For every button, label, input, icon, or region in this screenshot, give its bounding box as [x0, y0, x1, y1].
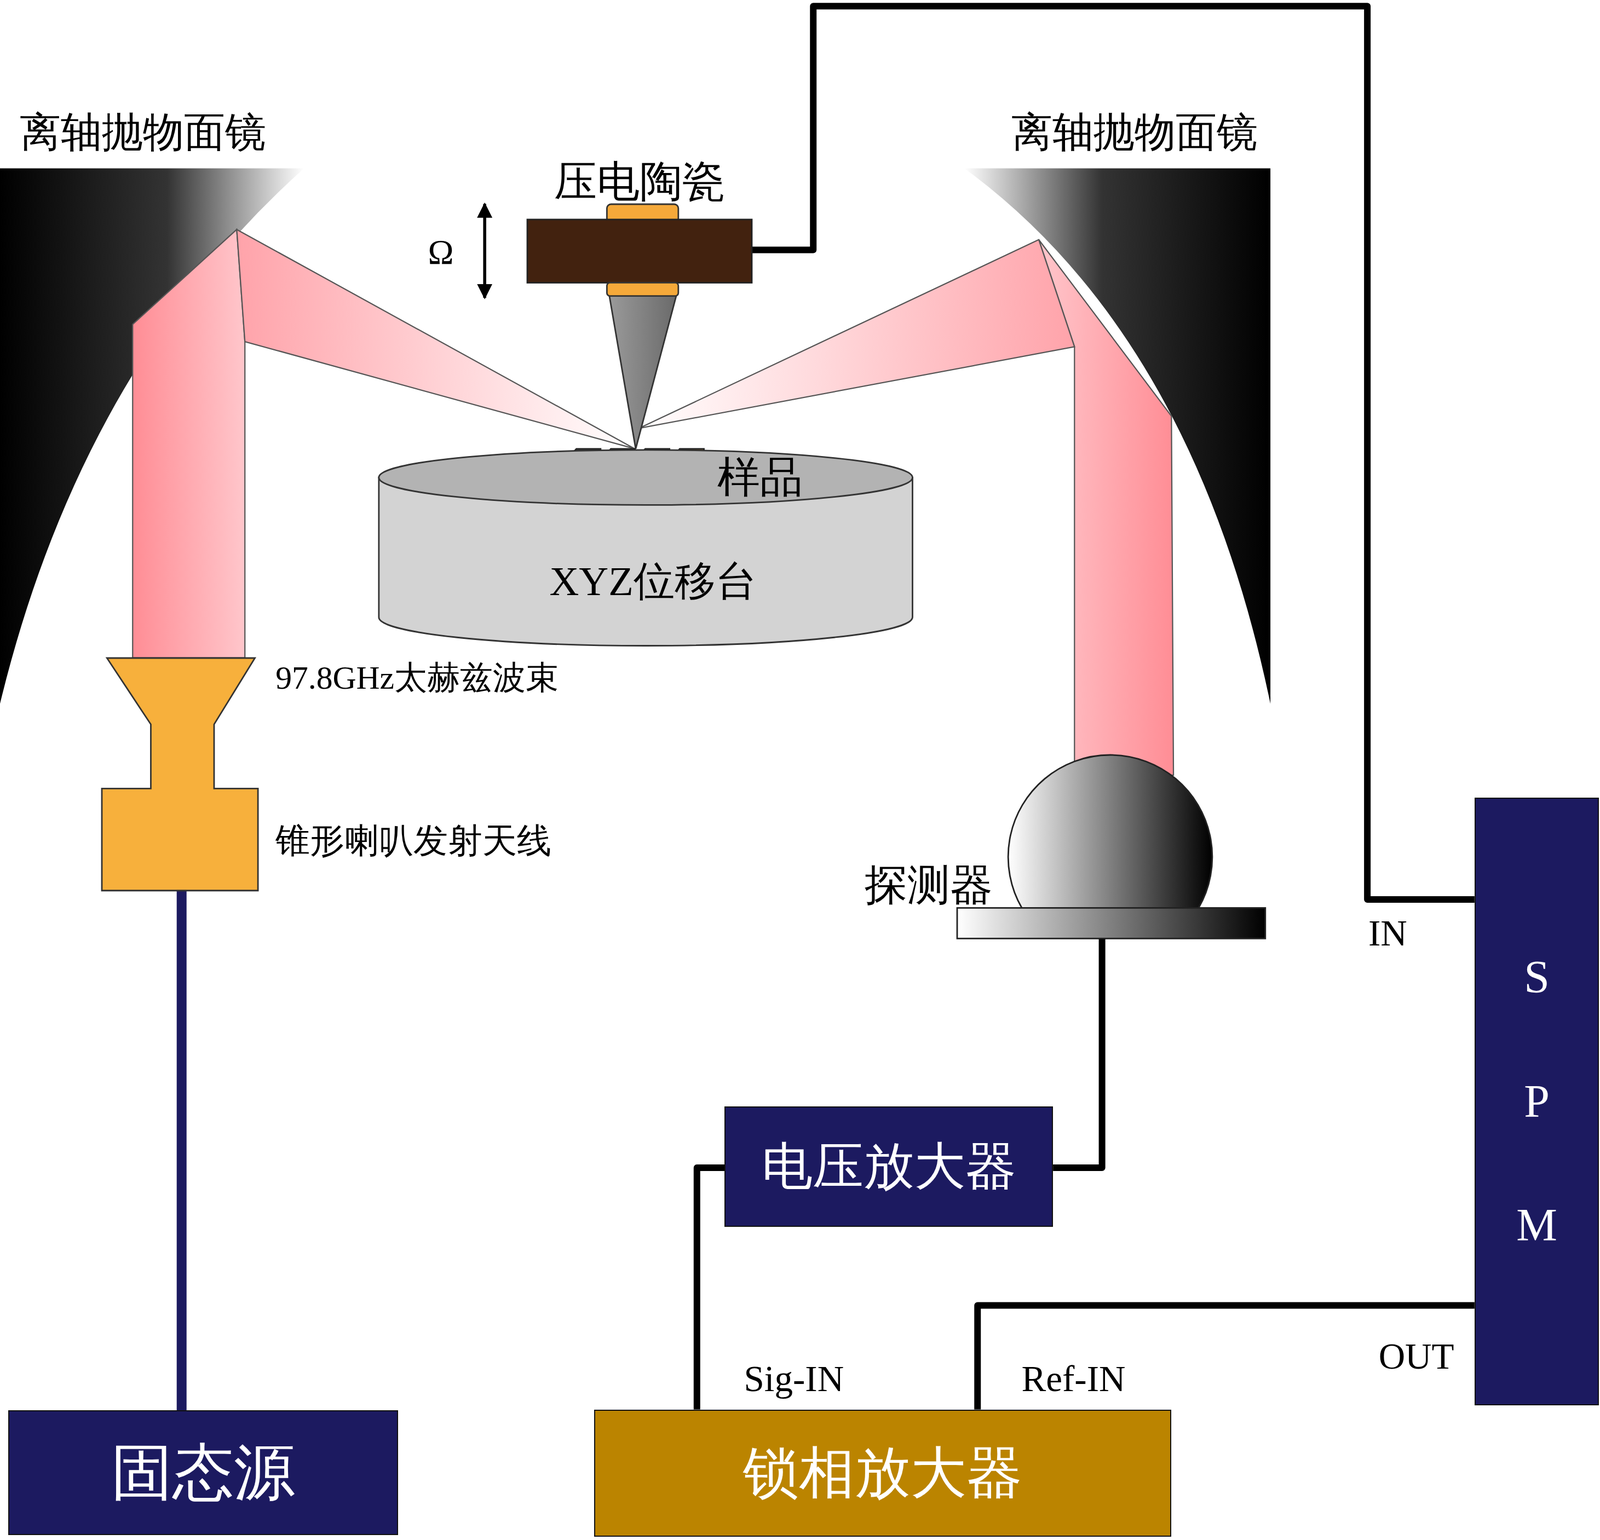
horn-antenna: 锥形喇叭发射天线 — [101, 658, 258, 891]
beam-label: 97.8GHz太赫兹波束 — [275, 660, 559, 697]
detector-shape — [957, 755, 1266, 939]
xyz-stage-label: XYZ位移台 — [549, 559, 757, 604]
xyz-stage-shape — [377, 449, 914, 648]
mirror-label: 离轴抛物面镜 — [1011, 110, 1258, 155]
horn-antenna-label: 锥形喇叭发射天线 — [275, 822, 552, 861]
solid-state-source: 固态源 — [8, 1410, 399, 1535]
rf-cable — [176, 890, 187, 1411]
port-label: Ref-IN — [1021, 1359, 1126, 1400]
port-label: Sig-IN — [744, 1359, 845, 1400]
detector: 探测器 — [957, 755, 1266, 939]
piezo-ceramic-label: 压电陶瓷 — [554, 158, 725, 206]
piezo-ceramic: 压电陶瓷 — [527, 204, 752, 297]
spm-controller-label: SPM — [1514, 915, 1561, 1288]
oscillation-label: Ω — [427, 233, 454, 273]
probe-tip — [609, 294, 677, 449]
signal-wire — [977, 1305, 1475, 1410]
thz-beam — [132, 229, 245, 658]
port-label: OUT — [1378, 1336, 1455, 1378]
oscillation-arrow — [482, 204, 487, 298]
detector-label: 探测器 — [864, 861, 993, 909]
signal-wire — [697, 1167, 725, 1410]
piezo-ceramic-shape — [527, 204, 752, 297]
port-label: IN — [1368, 913, 1408, 954]
horn-antenna-shape — [101, 658, 258, 891]
voltage-amplifier-label: 电压放大器 — [761, 1138, 1017, 1195]
spm-controller: SPM — [1474, 797, 1599, 1406]
lock-in-amplifier-label: 锁相放大器 — [743, 1442, 1023, 1505]
solid-state-source-label: 固态源 — [111, 1439, 296, 1507]
lock-in-amplifier: 锁相放大器 — [594, 1409, 1172, 1538]
mirror-label: 离轴抛物面镜 — [19, 110, 267, 155]
signal-wire — [1052, 938, 1102, 1168]
xyz-stage: XYZ位移台 — [377, 449, 914, 648]
voltage-amplifier: 电压放大器 — [724, 1106, 1053, 1228]
sample-label: 样品 — [717, 453, 803, 502]
